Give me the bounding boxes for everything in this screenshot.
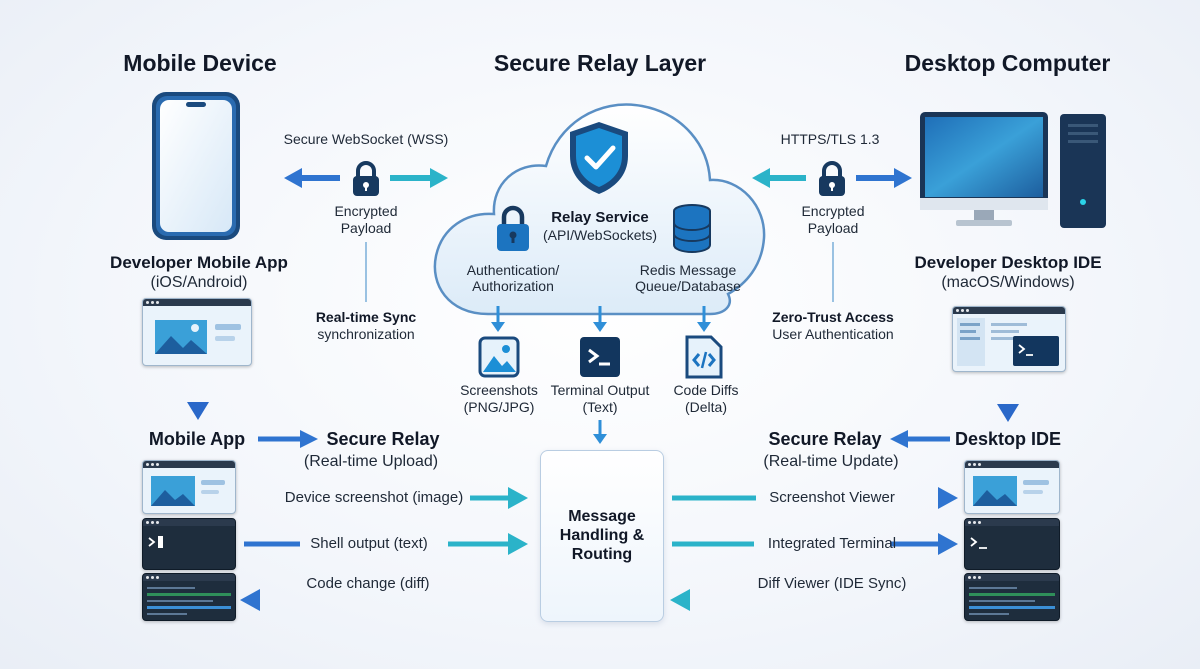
screenshots-label: Screenshots [460,382,538,398]
relay-service-sub-label: (API/WebSockets) [542,227,658,243]
mobile-app-flow-label: Mobile App [148,429,246,449]
left-payload-label: Payload [340,220,392,236]
mobile-code-thumb [142,573,236,621]
hub-line-3: Routing [571,546,633,563]
mobile-down-arrow [187,366,209,420]
diff-viewer-label: Diff Viewer (IDE Sync) [757,575,907,592]
desktop-to-relay-arrow [890,430,950,448]
delta-label: (Delta) [684,399,727,415]
screenshot-upload-arrow [244,487,528,509]
right-secure-relay-label: Secure Relay [768,429,882,449]
smartphone-icon [152,92,240,240]
device-screenshot-label: Device screenshot (image) [284,489,464,506]
message-routing-hub: Message Handling & Routing [540,450,664,622]
integrated-terminal-label: Integrated Terminal [767,535,897,552]
screenshot-viewer-label: Screenshot Viewer [769,489,895,506]
developer-mobile-app-label: Developer Mobile App [110,253,288,272]
mobile-shell-thumb [142,518,236,570]
desktop-terminal-thumb [964,518,1060,570]
desktop-diff-thumb [964,573,1060,621]
right-encrypted-label: Encrypted [801,203,865,219]
relay-service-label: Relay Service [551,209,649,226]
shell-upload-arrow [244,533,528,555]
real-time-upload-label: (Real-time Upload) [303,453,439,470]
hub-line-2: Handling & [559,527,645,544]
wss-protocol-label: Secure WebSocket (WSS) [283,131,449,147]
desktop-screenshot-thumb [964,460,1060,514]
text-format-label: (Text) [582,399,618,415]
padlock-icon [819,161,845,196]
png-jpg-label: (PNG/JPG) [463,399,535,415]
diff-sync-arrow [670,589,956,611]
code-change-label: Code change (diff) [306,575,430,592]
authorization-label: Authorization [472,278,554,294]
shield-check-icon [570,122,628,194]
ios-android-label: (iOS/Android) [150,274,248,291]
code-change-arrow [240,589,528,611]
https-protocol-label: HTTPS/TLS 1.3 [780,131,880,147]
desktop-down-arrow [997,372,1019,422]
right-payload-label: Payload [807,220,859,236]
shell-output-label: Shell output (text) [310,535,428,552]
terminal-viewer-arrow [672,533,958,555]
cloud-down-arrows [491,306,711,332]
terminal-icon [580,337,620,377]
code-diffs-label: Code Diffs [673,382,739,398]
left-encrypted-label: Encrypted [334,203,398,219]
mobile-device-title: Mobile Device [123,50,277,76]
to-hub-arrow [593,420,607,444]
user-authentication-label: User Authentication [772,326,894,342]
desktop-computer-icon [920,112,1106,228]
desktop-ide-flow-label: Desktop IDE [954,429,1062,449]
mobile-to-relay-arrow [258,430,318,448]
https-bidirectional-arrow [752,168,912,188]
authentication-label: Authentication/ [466,262,560,278]
mobile-app-screen [142,298,252,366]
terminal-output-label: Terminal Output [550,382,650,398]
secure-relay-layer-title: Secure Relay Layer [493,50,707,76]
desktop-computer-title: Desktop Computer [904,50,1111,76]
screenshot-viewer-arrow [672,487,958,509]
wss-bidirectional-arrow [284,168,448,188]
database-icon [673,204,711,254]
left-sync-connector [365,242,367,302]
padlock-icon [497,205,529,251]
hub-line-1: Message [568,508,636,525]
macos-windows-label: (macOS/Windows) [941,274,1075,291]
real-time-update-label: (Real-time Update) [763,453,899,470]
padlock-icon [353,161,379,196]
queue-database-label: Queue/Database [635,278,741,294]
code-icon [685,335,723,379]
zero-trust-access-label: Zero-Trust Access [772,309,894,325]
right-access-connector [832,242,834,302]
redis-message-label: Redis Message [639,262,737,278]
mobile-screenshot-thumb [142,460,236,514]
synchronization-label: synchronization [317,326,415,342]
developer-desktop-ide-label: Developer Desktop IDE [914,253,1102,272]
real-time-sync-label: Real-time Sync [315,309,417,325]
desktop-ide-screen [952,306,1066,372]
relay-cloud [433,103,766,316]
image-icon [478,336,520,378]
left-secure-relay-label: Secure Relay [326,429,440,449]
